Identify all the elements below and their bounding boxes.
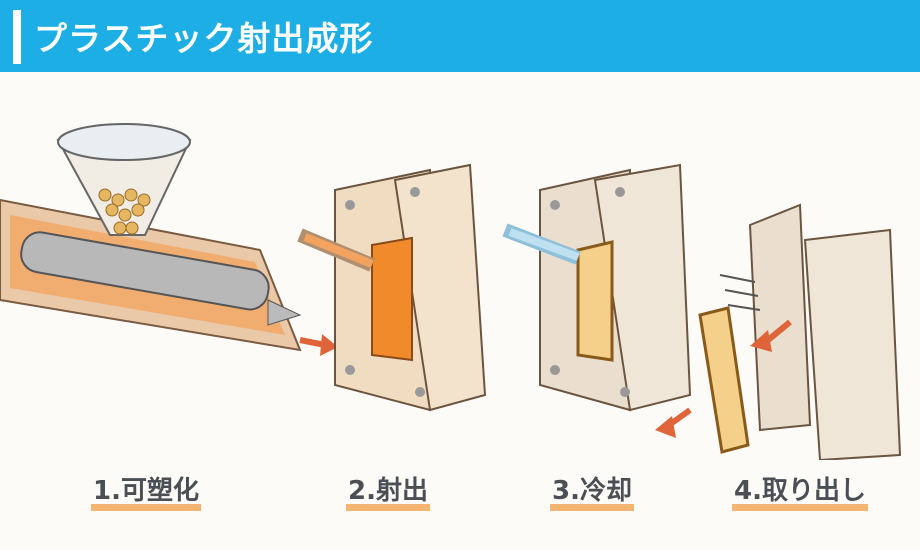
step-label-plasticizing: 1.可塑化 bbox=[91, 470, 201, 511]
step-label-ejection: 4.取り出し bbox=[732, 470, 868, 511]
label-underline bbox=[732, 504, 868, 511]
step-label-cooling: 3.冷却 bbox=[550, 470, 634, 511]
label-underline bbox=[550, 504, 634, 511]
part-ejection-illustration bbox=[655, 203, 902, 460]
step-label-injection: 2.射出 bbox=[346, 470, 430, 511]
process-illustration bbox=[0, 123, 902, 460]
header-accent-bar bbox=[13, 10, 21, 64]
injection-barrel-illustration bbox=[0, 123, 338, 356]
mold-cooling-illustration bbox=[502, 163, 692, 412]
header-banner: プラスチック射出成形 bbox=[0, 0, 920, 72]
label-underline bbox=[91, 504, 201, 511]
label-underline bbox=[346, 504, 430, 511]
mold-filling-illustration bbox=[297, 163, 487, 412]
page-title: プラスチック射出成形 bbox=[34, 19, 374, 58]
